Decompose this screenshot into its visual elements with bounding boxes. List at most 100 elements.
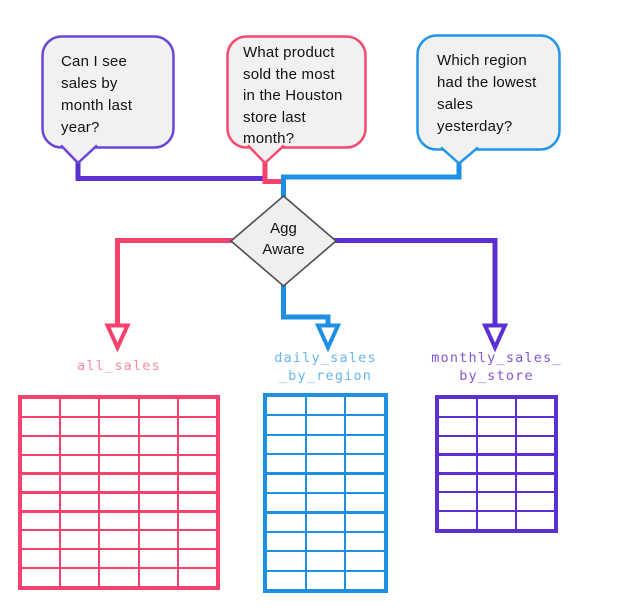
table-cell [478,417,515,435]
table-cell [346,571,384,589]
connector-pink [262,159,286,184]
table-cell [61,455,99,473]
table-cell [306,397,345,415]
table-cell [478,512,515,529]
table-cell [22,531,60,549]
table-cell [139,474,177,492]
table-cell [100,531,138,549]
table-cell [139,550,177,568]
table-cell [517,512,554,529]
table-cell [178,569,216,586]
table-cell [61,493,99,511]
table-cell [439,417,476,435]
table-cell [178,399,216,416]
table-cell [22,399,60,416]
table-cell [267,513,305,531]
connector-purple [75,159,265,181]
table-cell [439,474,476,492]
table-cell [100,474,138,492]
table-cell [346,474,384,492]
table-cell [22,474,60,492]
table-cell [517,417,554,435]
table-cell [267,397,305,415]
question-3-text: Which region had the lowest sales yester… [437,52,537,135]
table-cell [306,455,345,473]
table-cell [439,455,476,473]
table-cell [22,455,60,473]
speech-bubble-2-tail [247,144,285,165]
table-cell [178,531,216,549]
table-cell [139,399,177,416]
table-cell [439,493,476,511]
table-cell [22,512,60,530]
decision-diamond [229,194,338,288]
table-cell [346,455,384,473]
table-cell [478,399,515,416]
table-cell [61,512,99,530]
connector-blue [281,158,462,198]
table-cell [346,532,384,551]
table-cell [139,512,177,530]
table-cell [517,455,554,473]
table-cell [267,532,305,551]
table-cell [61,474,99,492]
table-cell [267,552,305,570]
table-all-sales [18,395,220,590]
question-1-text: Can I see sales by month last year? [61,53,133,136]
table-label-daily-sales-by-region: daily_sales _by_region [274,350,377,384]
arrowhead-blue [314,323,342,353]
table-cell [139,531,177,549]
table-cell [178,455,216,473]
table-cell [306,571,345,589]
table-cell [100,455,138,473]
table-cell [517,436,554,454]
table-cell [439,436,476,454]
table-monthly-sales-by-store [435,395,558,533]
table-cell [346,552,384,570]
table-cell [346,397,384,415]
table-cell [306,532,345,551]
table-cell [267,571,305,589]
table-cell [306,474,345,492]
table-cell [478,455,515,473]
question-2-text: What product sold the most in the Housto… [243,44,343,147]
table-cell [267,435,305,454]
speech-bubble-1-tail [60,144,98,165]
table-cell [178,493,216,511]
table-cell [139,493,177,511]
table-daily-sales-by-region [263,393,388,593]
table-cell [346,494,384,512]
exit-pink [115,238,240,324]
table-label-all-sales: all_sales [77,358,161,374]
arrowhead-purple [481,323,509,353]
table-cell [267,455,305,473]
table-cell [139,436,177,454]
table-cell [61,550,99,568]
table-cell [178,474,216,492]
table-cell [100,569,138,586]
table-cell [439,399,476,416]
exit-purple [330,238,498,324]
table-cell [346,513,384,531]
table-cell [22,569,60,586]
speech-bubble-2 [226,35,367,149]
table-label-monthly-sales-by-store: monthly_sales_ by_store [431,350,562,384]
table-cell [61,569,99,586]
table-cell [517,493,554,511]
table-cell [306,435,345,454]
table-cell [22,493,60,511]
table-cell [306,416,345,434]
table-cell [346,416,384,434]
table-cell [517,399,554,416]
table-cell [139,569,177,586]
table-cell [478,493,515,511]
table-cell [306,494,345,512]
table-cell [139,417,177,435]
table-cell [306,552,345,570]
table-cell [178,550,216,568]
table-cell [267,474,305,492]
decision-label: Agg Aware [262,220,305,258]
speech-bubble-1 [41,35,175,149]
